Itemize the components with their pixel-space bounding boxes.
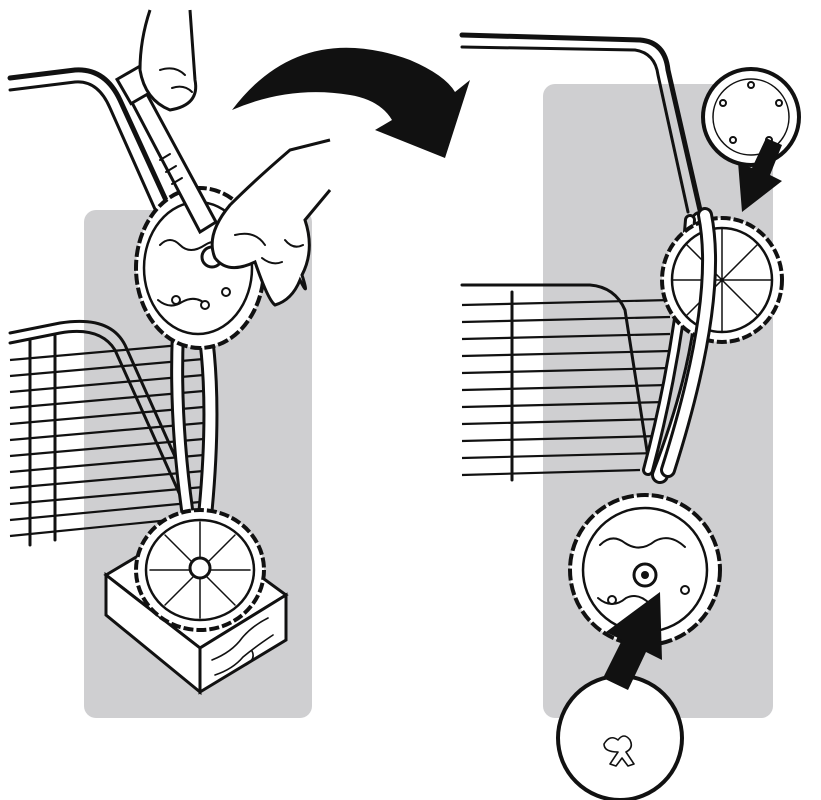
- curved-arrow-icon: [232, 48, 470, 158]
- hubcap-icon: [703, 69, 799, 165]
- hubcap-icon: [558, 676, 682, 800]
- wheel-icon: [662, 218, 782, 342]
- wheel-icon: [136, 510, 264, 630]
- hand-icon: [140, 10, 196, 110]
